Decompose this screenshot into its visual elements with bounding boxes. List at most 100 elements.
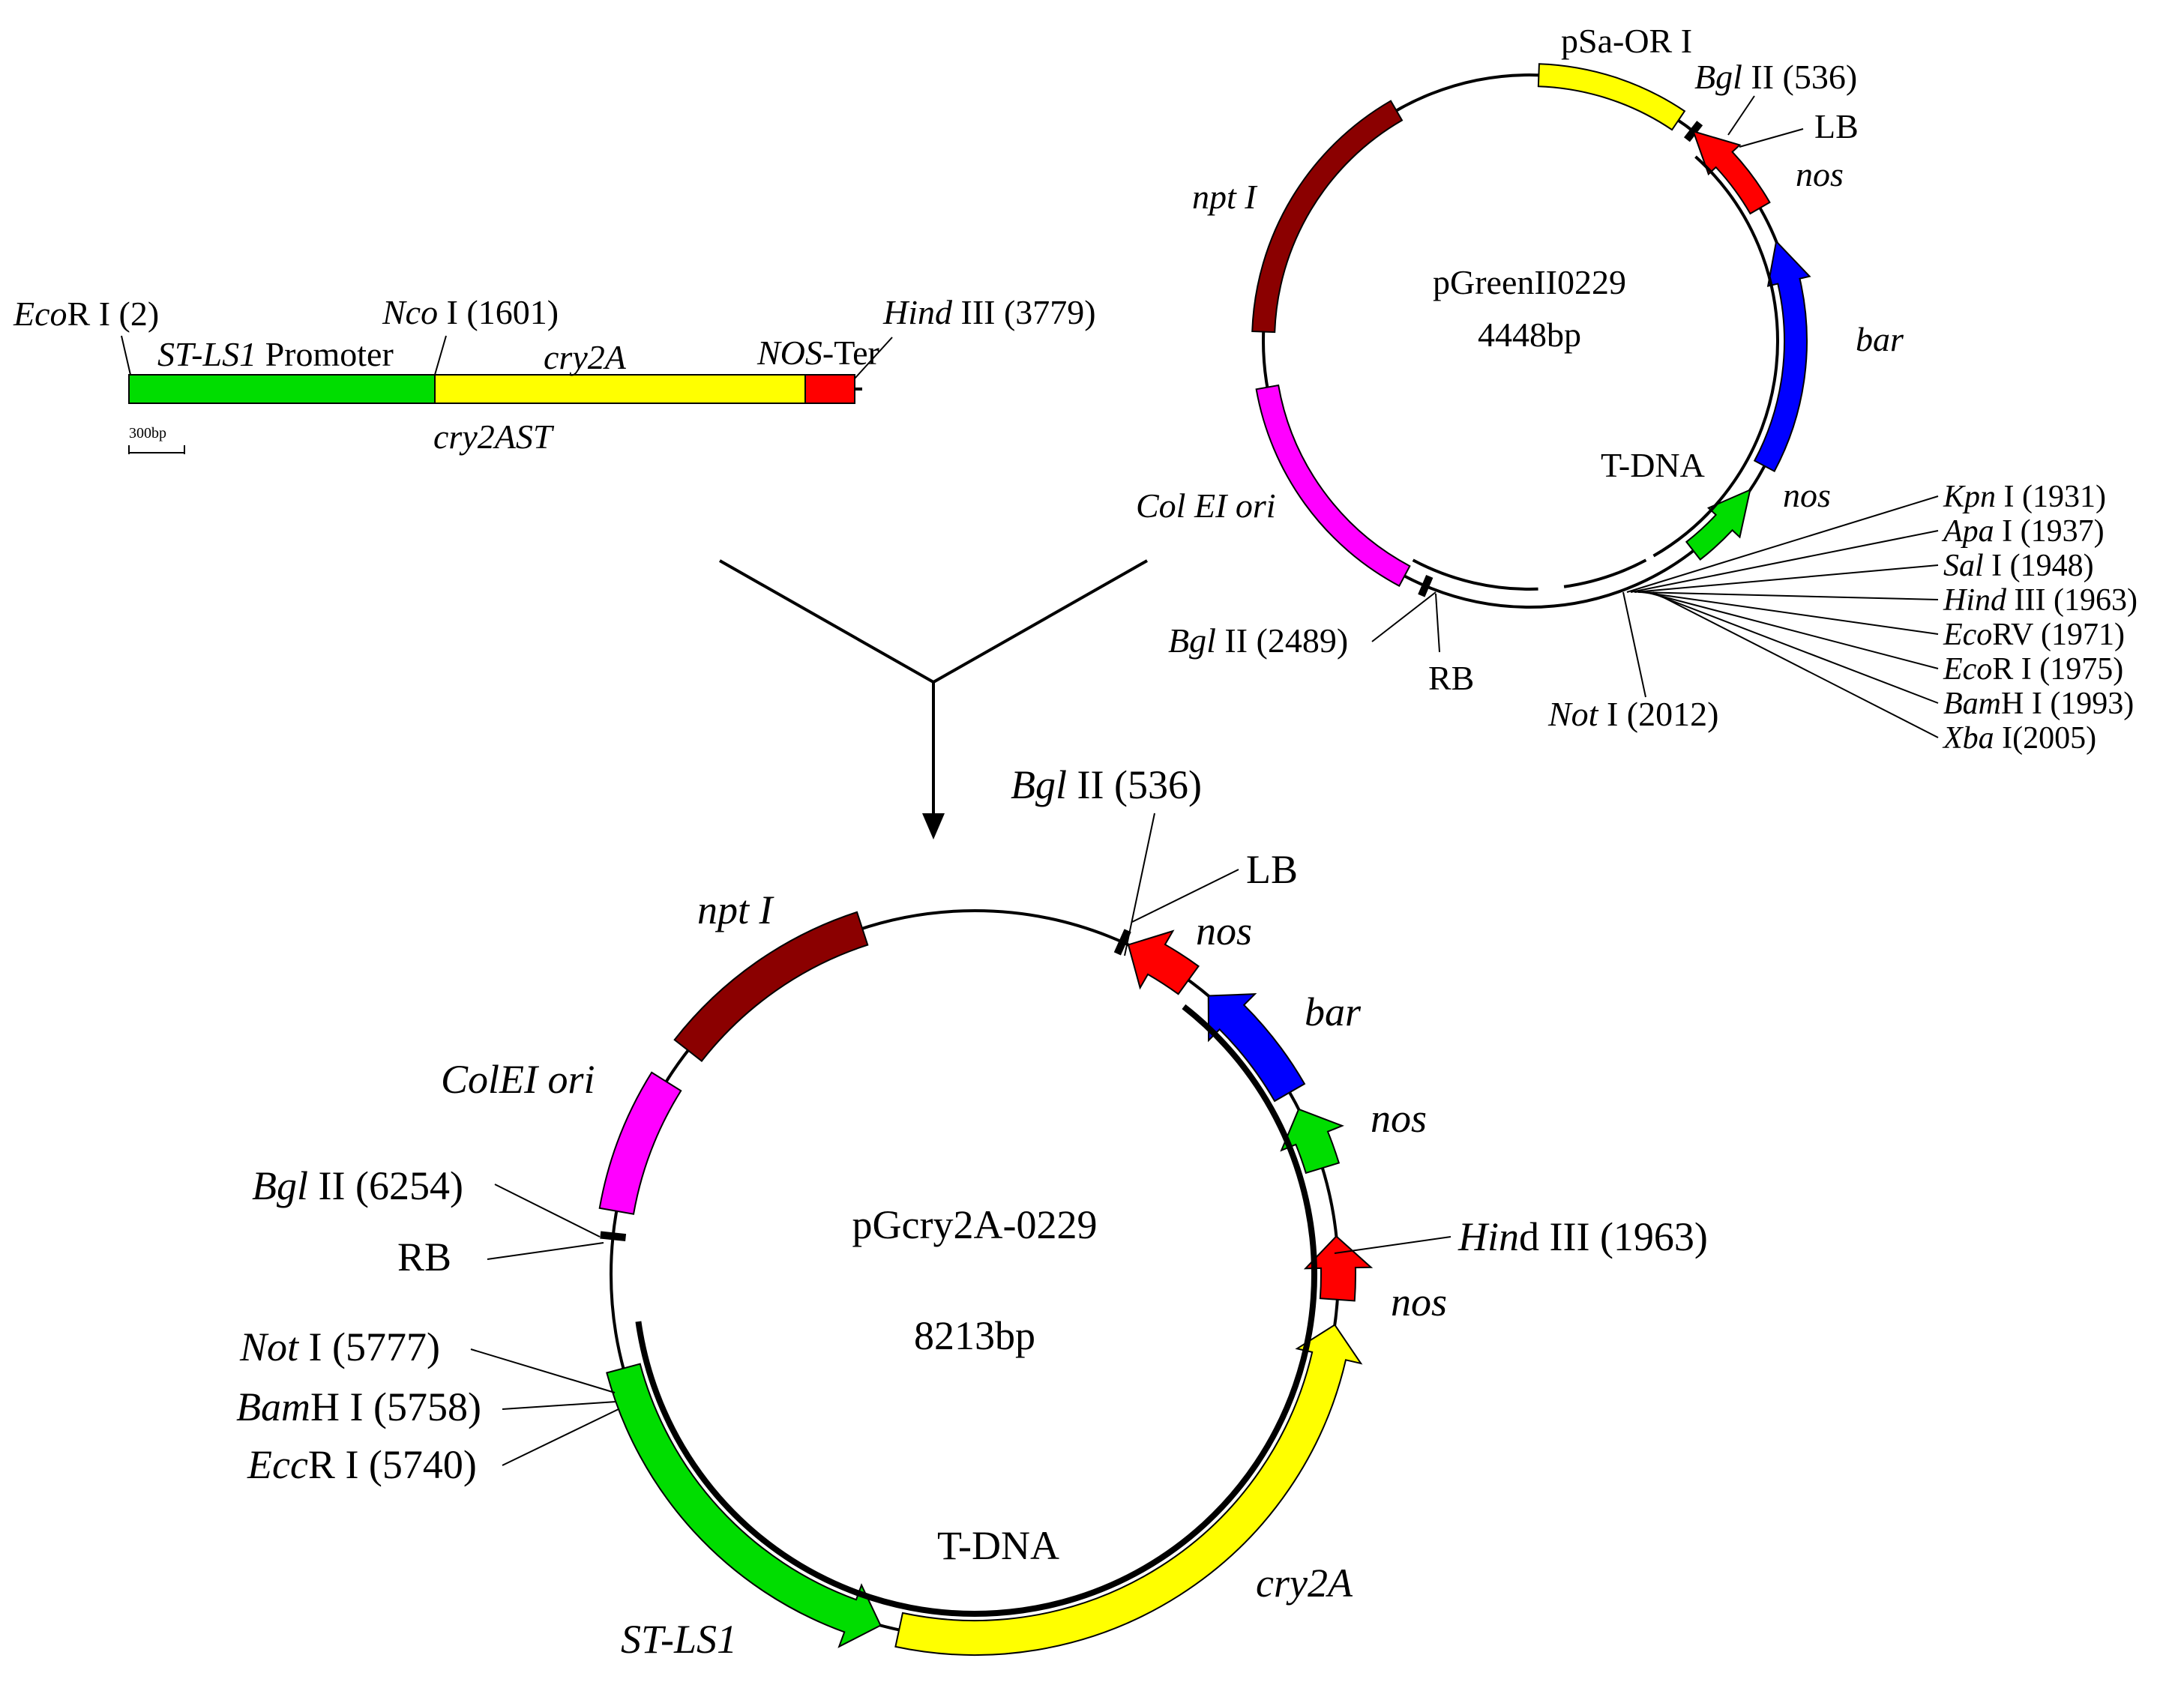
pgcry-lb-label: LB <box>1246 847 1298 892</box>
pgreen-name: pGreenII0229 <box>1433 263 1626 301</box>
pgreen-bgl2-2489-leader <box>1371 591 1437 642</box>
pgreen-mcs-label: Kpn I (1931) <box>1943 480 2106 514</box>
pgreen-npt-label: npt I <box>1192 178 1258 216</box>
ecor1-label: EcoR I (2) <box>13 295 159 333</box>
pgcry-nos2-label: nos <box>1371 1096 1427 1141</box>
pgcry-tdna-label: T-DNA <box>937 1523 1059 1568</box>
pgcry-bgl2-536-leader <box>1124 813 1155 956</box>
pgreen-mcs-leader <box>1641 591 1939 635</box>
pgreen-bar <box>1753 239 1811 473</box>
pgcry-npt <box>673 911 869 1062</box>
cry2a-label: cry2A <box>544 338 627 376</box>
pgreen-mcs-leader <box>1652 591 1939 738</box>
pgcry-colei <box>598 1071 682 1215</box>
linear-construct: EcoR I (2) Nco I (1601) Hind III (3779) … <box>13 293 1096 456</box>
pgcry-bgl2-6254-leader <box>494 1184 601 1238</box>
hind3-label: Hind III (3779) <box>882 293 1096 331</box>
nos-ter-label: NOS-Ter <box>756 334 879 372</box>
pgreen-tdna-arc-inner-2 <box>1563 558 1647 588</box>
pgcry-ecor1-leader <box>502 1408 619 1466</box>
pgreen-colei-label: Col EI ori <box>1136 486 1276 525</box>
pgcry-rb-leader <box>487 1242 604 1260</box>
pgcry-colei-label: ColEI ori <box>441 1057 595 1102</box>
pgreen-rb-leader <box>1435 593 1440 653</box>
pgreen-bgl2-2489-label: Bgl II (2489) <box>1168 621 1348 660</box>
pgreen-rb-label: RB <box>1428 659 1474 697</box>
merge-line-left <box>719 559 934 684</box>
hind3-leader <box>854 337 893 379</box>
pgreen-nos-top-label: nos <box>1796 155 1844 193</box>
pgcry-not1-label: Not I (5777) <box>239 1324 440 1369</box>
pgreen-size: 4448bp <box>1478 316 1581 354</box>
pgreen-lb-label: LB <box>1814 107 1859 145</box>
pgreen-psa <box>1537 63 1686 131</box>
pgreen-mcs-label: Apa I (1937) <box>1941 514 2105 549</box>
pgreen-not1-label: Not I (2012) <box>1547 695 1718 733</box>
down-arrowhead <box>922 813 945 840</box>
pgcry-bar-label: bar <box>1305 989 1362 1034</box>
pgcry-ecor1-label: EccR I (5740) <box>247 1442 477 1487</box>
pgreen-rb-marker <box>1418 574 1434 597</box>
pgcry-tdna-arc <box>635 1004 1317 1617</box>
nco1-label: Nco I (1601) <box>382 293 559 331</box>
pgreen-nos-green <box>1685 488 1751 561</box>
pgcry-hind3-leader <box>1334 1236 1452 1254</box>
pgreen-psa-label: pSa-OR I <box>1561 22 1692 60</box>
pgreen-mcs-leader <box>1649 591 1939 704</box>
ecor1-leader <box>121 335 131 376</box>
pgreen-bar-label: bar <box>1856 320 1904 358</box>
pgcry-rb-label: RB <box>397 1235 451 1279</box>
pgreen-bgl2-536-label: Bgl II (536) <box>1694 58 1857 96</box>
nos-ter-segment <box>804 374 855 404</box>
pgreen-mcs-label: EcoR I (1975) <box>1943 652 2123 687</box>
promoter-segment <box>128 374 436 404</box>
pgreen-nos-red <box>1691 130 1771 215</box>
promoter-label: ST-LS1 Promoter <box>157 335 394 373</box>
pgcry-not1-leader <box>470 1348 616 1393</box>
pgcry-nos3-label: nos <box>1391 1279 1447 1324</box>
cry2ast-label: cry2AST <box>433 418 555 456</box>
pgcry-stls1-label: ST-LS1 <box>621 1617 737 1662</box>
pgreen-tdna-arc-inner <box>1412 558 1538 591</box>
pgreen-tdna-label: T-DNA <box>1601 446 1705 484</box>
pgcry-lb-marker <box>1113 929 1131 956</box>
pgcry-stls1 <box>606 1363 882 1648</box>
pgreen-mcs-label: Sal I (1948) <box>1943 549 2094 583</box>
pgcry-bam-label: BamH I (5758) <box>236 1384 481 1429</box>
pgcry-cry2a-label: cry2A <box>1256 1561 1353 1606</box>
pgreen-tdna-arc-right <box>1652 155 1779 558</box>
pgreen-mcs-leader <box>1626 495 1939 593</box>
pgreen-mcs-leader <box>1634 564 1939 593</box>
pgcry-nos-red-bottom <box>1303 1235 1374 1302</box>
merge-arrow <box>719 559 1148 840</box>
pgreen-mcs-leader <box>1645 591 1939 669</box>
pgreen-lb-leader <box>1739 128 1804 148</box>
pgreen-mcs-label: EcoRV (1971) <box>1943 618 2125 652</box>
pgcry-nos-red-top <box>1127 929 1200 995</box>
pgreen-mcs-label: BamH I (1993) <box>1943 687 2134 721</box>
pgreen-mcs-labels: Kpn I (1931)Apa I (1937)Sal I (1948)Hind… <box>1941 480 2138 756</box>
pgcry-lb-leader <box>1131 869 1239 923</box>
pgreen-bgl2-536-leader <box>1727 95 1755 136</box>
pgcry-bar <box>1207 993 1306 1103</box>
pgcry-bgl2-6254-label: Bgl II (6254) <box>252 1163 463 1208</box>
pgcry-npt-label: npt I <box>697 887 775 932</box>
pgcry-bam-leader <box>502 1401 617 1410</box>
cry2a-segment <box>434 374 806 404</box>
pgcry-rb-marker <box>600 1231 627 1242</box>
plasmid-pgreen: pGreenII0229 4448bp pSa-OR I Bgl II (536… <box>1136 22 2138 756</box>
scale-label: 300bp <box>129 425 166 441</box>
pgreen-mcs-leader <box>1630 530 1939 593</box>
pgcry-bgl2-536-label: Bgl II (536) <box>1011 762 1202 807</box>
pgreen-nos-bottom-label: nos <box>1783 476 1831 514</box>
pgcry-nos-green <box>1280 1108 1344 1175</box>
pgreen-mcs-label: Xba I(2005) <box>1942 721 2096 756</box>
pgcry-size: 8213bp <box>914 1313 1035 1358</box>
nco1-leader <box>434 335 447 376</box>
pgreen-colei <box>1255 384 1411 588</box>
pgcry-nos1-label: nos <box>1196 908 1252 953</box>
merge-line-right <box>933 559 1148 684</box>
pgcry-hind3-label: Hind III (1963) <box>1457 1214 1708 1259</box>
pgcry-cry2a <box>894 1324 1363 1656</box>
